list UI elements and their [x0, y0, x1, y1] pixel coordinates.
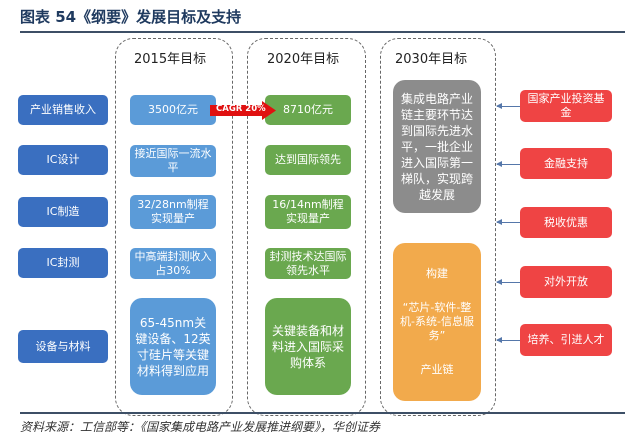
orange-mid-text: “芯片-软件-整机-系统-信息服务”: [400, 301, 474, 342]
orange-bottom-text: 产业链: [420, 363, 454, 376]
goal-2020: 关键装备和材料进入国际采购体系: [265, 298, 351, 395]
goal-2030-summary: 集成电路产业链主要环节达到国际先进水平，一批企业进入国际第一梯队，实现跨越发展: [393, 80, 481, 213]
goal-2020: 8710亿元: [265, 95, 351, 125]
column-header-2030: 2030年目标: [395, 52, 468, 67]
arrow-left-icon: [496, 103, 520, 109]
figure-title: 图表 54《纲要》发展目标及支持: [20, 8, 242, 26]
goal-2020: 封测技术达国际领先水平: [265, 248, 351, 279]
column-header-2015: 2015年目标: [134, 52, 207, 67]
row-label: IC制造: [18, 197, 108, 227]
goal-2015: 中高端封测收入占30%: [130, 248, 216, 279]
goal-2020: 16/14nm制程实现量产: [265, 195, 351, 229]
row-label: IC封测: [18, 248, 108, 278]
arrow-right-icon: [210, 101, 276, 120]
row-label: 产业销售收入: [18, 95, 108, 125]
orange-top-text: 构建: [426, 267, 448, 280]
support-item: 对外开放: [520, 266, 612, 298]
row-label: 设备与材料: [18, 330, 108, 363]
support-item: 税收优惠: [520, 207, 612, 238]
row-label: IC设计: [18, 145, 108, 175]
cagr-label: CAGR 20%: [216, 104, 266, 114]
goal-2015: 65-45nm关键设备、12英寸硅片等关键材料得到应用: [130, 298, 216, 395]
column-header-2020: 2020年目标: [267, 52, 340, 67]
goal-2015: 3500亿元: [130, 95, 216, 125]
footer-divider: [20, 412, 625, 414]
support-item: 金融支持: [520, 148, 612, 179]
arrow-left-icon: [496, 337, 520, 343]
arrow-left-icon: [496, 219, 520, 225]
column-2020: [247, 38, 366, 416]
title-divider: [20, 31, 625, 33]
arrow-left-icon: [496, 161, 520, 167]
source-note: 资料来源：工信部等：《国家集成电路产业发展推进纲要》，华创证券: [20, 420, 381, 434]
goal-2020: 达到国际领先: [265, 145, 351, 175]
arrow-left-icon: [496, 279, 520, 285]
support-item: 国家产业投资基金: [520, 90, 612, 122]
support-item: 培养、引进人才: [520, 324, 612, 356]
goal-2015: 接近国际一流水平: [130, 145, 216, 177]
cagr-arrow: CAGR 20%: [210, 101, 276, 120]
goal-2015: 32/28nm制程实现量产: [130, 195, 216, 229]
column-2015: [115, 38, 233, 416]
column-2030: [380, 38, 496, 416]
goal-2030-industry-chain: 构建 “芯片-软件-整机-系统-信息服务” 产业链: [393, 243, 481, 401]
